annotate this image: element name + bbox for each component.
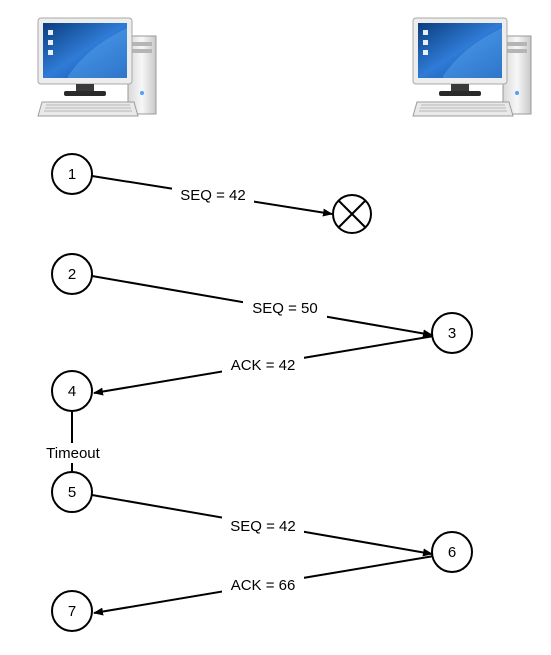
svg-text:5: 5 — [68, 484, 76, 501]
node-3: 3 — [431, 312, 473, 354]
node-5: 5 — [51, 471, 93, 513]
edge-label-1: SEQ = 42 — [172, 185, 254, 205]
edge-label-5: SEQ = 42 — [222, 516, 304, 536]
svg-text:2: 2 — [68, 266, 76, 283]
edge-label-2: SEQ = 50 — [243, 298, 327, 318]
edge-label-3: ACK = 42 — [222, 355, 304, 375]
svg-text:ACK = 42: ACK = 42 — [231, 357, 296, 374]
svg-text:SEQ = 42: SEQ = 42 — [180, 187, 245, 204]
right-computer-icon — [412, 17, 532, 117]
svg-text:6: 6 — [448, 544, 456, 561]
edge-label-4: Timeout — [39, 443, 107, 463]
node-4: 4 — [51, 370, 93, 412]
svg-text:SEQ = 42: SEQ = 42 — [230, 518, 295, 535]
node-1: 1 — [51, 153, 93, 195]
node-2: 2 — [51, 253, 93, 295]
svg-text:1: 1 — [68, 166, 76, 183]
svg-text:Timeout: Timeout — [46, 445, 100, 462]
node-6: 6 — [431, 531, 473, 573]
svg-text:SEQ = 50: SEQ = 50 — [252, 300, 317, 317]
edge-label-6: ACK = 66 — [222, 575, 304, 595]
svg-text:7: 7 — [68, 603, 76, 620]
svg-text:3: 3 — [448, 325, 456, 342]
left-computer-icon — [37, 17, 157, 117]
svg-text:4: 4 — [68, 383, 76, 400]
node-7: 7 — [51, 590, 93, 632]
svg-text:ACK = 66: ACK = 66 — [231, 577, 296, 594]
lost-packet-icon — [332, 194, 372, 234]
